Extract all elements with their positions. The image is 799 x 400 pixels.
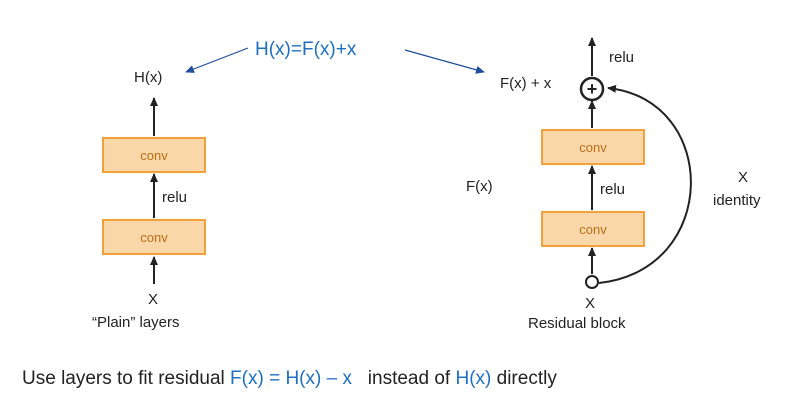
plain-caption: “Plain” layers [92,314,180,331]
residual-relu-mid: relu [600,181,626,198]
plain-input-label: X [148,291,159,308]
residual-input-label: X [585,295,596,312]
bottom-sentence: Use layers to fit residual F(x) = H(x) –… [22,369,557,388]
skip-x-label: X [738,169,749,186]
formula-arrow-right [404,49,485,74]
formula-arrow-left [185,47,249,73]
hx-term: H(x) [455,368,492,389]
bottom-prefix: Use layers to fit residual [22,368,231,389]
conv-label: conv [140,147,168,163]
plain-conv-top: conv [102,137,206,173]
sum-label: F(x) + x [500,75,552,92]
residual-equation: F(x) = H(x) – x [230,368,352,389]
bottom-mid: instead of [351,368,456,389]
conv-label: conv [579,221,607,237]
fx-label: F(x) [466,178,493,195]
sum-node [579,76,605,102]
residual-caption: Residual block [528,315,626,332]
formula-label: H(x)=F(x)+x [255,39,357,60]
residual-relu-top: relu [609,49,635,66]
conv-label: conv [140,229,168,245]
conv-label: conv [579,139,607,155]
input-node [585,275,599,289]
skip-identity-label: identity [713,192,761,209]
plain-relu-label: relu [162,189,188,206]
identity-skip-arrow [598,84,692,284]
bottom-suffix: directly [491,368,557,389]
residual-conv-bottom: conv [541,211,645,247]
plain-output-label: H(x) [134,69,163,86]
plain-conv-bottom: conv [102,219,206,255]
plus-icon: + [587,79,598,99]
residual-conv-top: conv [541,129,645,165]
